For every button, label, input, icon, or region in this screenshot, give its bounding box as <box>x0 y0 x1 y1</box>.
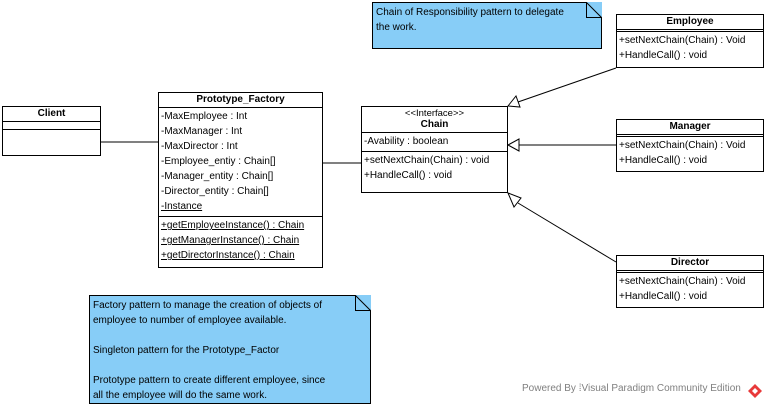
chain-of-responsibility-note[interactable]: Chain of Responsibility pattern to deleg… <box>372 2 602 49</box>
note-text-line: Chain of Responsibility pattern to deleg… <box>376 7 564 18</box>
footer-separator: ⁞ <box>578 383 582 394</box>
class-attributes-section <box>3 122 100 130</box>
class-operations-section: +setNextChain(Chain) : void +HandleCall(… <box>362 152 507 185</box>
class-name: Manager <box>617 120 763 135</box>
attribute: -MaxEmployee : Int <box>161 111 248 122</box>
attribute: -Director_entity : Chain[] <box>161 186 269 197</box>
attribute: -Manager_entity : Chain[] <box>161 171 274 182</box>
class-operations-section: +setNextChain(Chain) : Void +HandleCall(… <box>617 137 763 170</box>
attribute: -Employee_entiy : Chain[] <box>161 156 276 167</box>
footer-prefix: Powered By <box>522 383 576 394</box>
class-attributes-section <box>617 271 763 273</box>
class-prototype-factory[interactable]: Prototype_Factory -MaxEmployee : Int -Ma… <box>158 92 323 268</box>
operation-static: +getManagerInstance() : Chain <box>161 235 300 246</box>
generalization-director-chain[interactable] <box>517 202 617 263</box>
operation: +HandleCall() : void <box>619 291 708 302</box>
operation: +setNextChain(Chain) : Void <box>619 140 746 151</box>
note-text-line: Prototype pattern to create different em… <box>93 375 326 386</box>
generalization-arrowhead-director <box>507 192 522 208</box>
class-employee[interactable]: Employee +setNextChain(Chain) : Void +Ha… <box>616 14 764 68</box>
class-name: Director <box>617 256 763 271</box>
class-name: Client <box>3 107 100 122</box>
class-manager[interactable]: Manager +setNextChain(Chain) : Void +Han… <box>616 119 764 172</box>
note-text-line <box>93 358 367 373</box>
note-text-line: employee to number of employee available… <box>93 315 287 326</box>
operation: +HandleCall() : void <box>619 50 708 61</box>
attribute: -Avability : boolean <box>364 136 449 147</box>
class-client[interactable]: Client <box>2 106 101 156</box>
generalization-arrowhead-employee <box>507 94 521 108</box>
class-attributes-section: -MaxEmployee : Int -MaxManager : Int -Ma… <box>159 108 322 217</box>
generalization-arrowhead-manager <box>506 138 520 152</box>
note-text-line: Singleton pattern for the Prototype_Fact… <box>93 345 280 356</box>
class-attributes-section <box>617 30 763 32</box>
class-name: Chain <box>420 119 449 130</box>
note-text-line <box>93 328 367 343</box>
class-operations-section: +setNextChain(Chain) : Void +HandleCall(… <box>617 273 763 306</box>
class-operations-section: +setNextChain(Chain) : Void +HandleCall(… <box>617 32 763 65</box>
attribute-static: -Instance <box>161 201 203 212</box>
operation-static: +getDirectorInstance() : Chain <box>161 250 295 261</box>
operation-static: +getEmployeeInstance() : Chain <box>161 220 305 231</box>
factory-pattern-note[interactable]: Factory pattern to manage the creation o… <box>89 295 371 404</box>
operation: +HandleCall() : void <box>364 170 453 181</box>
generalization-employee-chain[interactable] <box>517 67 617 103</box>
operation: +setNextChain(Chain) : void <box>364 155 490 166</box>
note-text-line: Factory pattern to manage the creation o… <box>93 300 323 311</box>
operation: +setNextChain(Chain) : Void <box>619 276 746 287</box>
class-name: Employee <box>617 15 763 30</box>
note-text-line: all the employee will do the same work. <box>93 390 267 401</box>
interface-chain[interactable]: <<Interface>> Chain -Avability : boolean… <box>361 106 508 193</box>
operation: +HandleCall() : void <box>619 155 708 166</box>
visual-paradigm-logo-icon <box>748 384 762 398</box>
attribute: -MaxManager : Int <box>161 126 243 137</box>
class-director[interactable]: Director +setNextChain(Chain) : Void +Ha… <box>616 255 764 308</box>
footer-brand: Visual Paradigm Community Edition <box>581 383 741 394</box>
powered-by-footer: Powered By ⁞Visual Paradigm Community Ed… <box>522 383 741 394</box>
class-name: Prototype_Factory <box>159 93 322 108</box>
class-attributes-section <box>617 135 763 137</box>
stereotype-label: <<Interface>> <box>404 108 465 119</box>
class-operations-section: +getEmployeeInstance() : Chain +getManag… <box>159 217 322 265</box>
attribute: -MaxDirector : Int <box>161 141 238 152</box>
operation: +setNextChain(Chain) : Void <box>619 35 746 46</box>
note-text-line: the work. <box>376 22 417 33</box>
class-attributes-section: -Avability : boolean <box>362 133 507 152</box>
interface-header: <<Interface>> Chain <box>362 107 507 133</box>
